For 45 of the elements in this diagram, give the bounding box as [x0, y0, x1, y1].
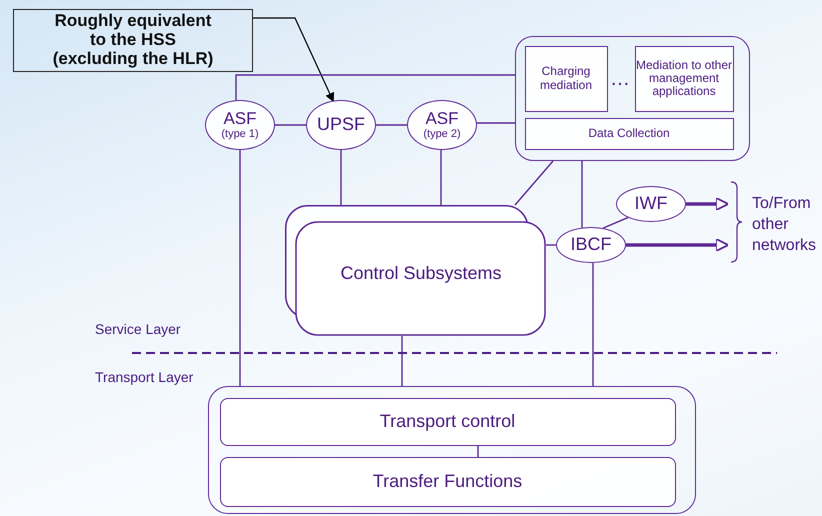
container-box: [208, 386, 696, 514]
connector-line: [477, 446, 479, 457]
arrow: [626, 238, 730, 252]
connector-line: [514, 160, 554, 206]
node-label: ASF: [425, 110, 459, 128]
layer-label: Service Layer: [95, 320, 181, 338]
connector-line: [275, 124, 306, 126]
node-label: ASF: [223, 110, 257, 128]
connector-line: [592, 262, 594, 386]
node-label: Data Collection: [588, 126, 670, 140]
callout-box: [13, 9, 253, 72]
function-box: [524, 118, 734, 150]
connector-line: [602, 216, 628, 229]
sub-label: (type 2): [423, 128, 461, 140]
node-label: IWF: [634, 194, 668, 214]
network-note: To/From other networks: [752, 194, 818, 256]
node-label: UPSF: [316, 115, 365, 135]
connector-line: [376, 124, 407, 126]
connector-line: [476, 122, 515, 124]
rounded-box: [220, 398, 676, 446]
rounded-box: [220, 456, 676, 506]
connector-line: [340, 150, 342, 205]
arrow: [686, 196, 730, 212]
ellipsis: …: [610, 67, 630, 92]
node-label: Charging mediation: [538, 65, 594, 92]
connector-line: [440, 150, 442, 205]
node-label: Transfer Functions: [372, 472, 522, 492]
connector-line: [401, 336, 403, 386]
connector-line: [546, 244, 556, 246]
function-box: [634, 46, 734, 112]
layer-label: Transport Layer: [95, 368, 194, 386]
connector-line: [235, 74, 515, 100]
function-ellipse: [616, 186, 686, 222]
node-label: IBCF: [570, 235, 612, 255]
sub-label: (type 1): [221, 128, 259, 140]
leader-arrow: [253, 17, 334, 102]
node-label: Roughly equivalent to the HSS (excluding the HLR): [52, 12, 214, 69]
function-box: [524, 46, 608, 112]
node-label: Transport control: [380, 412, 516, 432]
node-label: Mediation to other management applications: [636, 58, 732, 98]
connector-line: [581, 161, 583, 228]
connector-line: [239, 150, 241, 386]
container-box: [515, 36, 750, 161]
stacked-box: [285, 205, 546, 336]
node-label: Control Subsystems: [340, 264, 502, 284]
